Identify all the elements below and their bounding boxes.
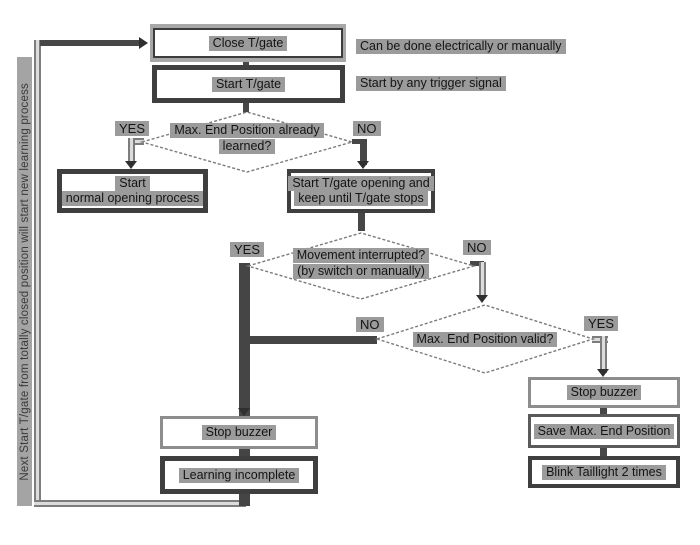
- decision-learned-no-label: NO: [353, 120, 381, 138]
- arrowhead-into-close-tgate: [139, 37, 148, 49]
- decision-valid-yes-label: YES: [584, 315, 619, 333]
- feedback-loop-left-line: [34, 40, 41, 506]
- connector-save-to-blink: [600, 447, 607, 458]
- decision-interrupted-label: Movement interrupted? (by switch or manu…: [255, 247, 467, 279]
- node-start-tgate-label: Start T/gate: [211, 76, 286, 92]
- annotation-close-tgate: Can be done electrically or manually: [356, 37, 566, 55]
- decision-valid-no-label: NO: [356, 316, 384, 334]
- node-close-tgate-inner: Close T/gate: [153, 28, 343, 58]
- side-note-bar: Next Start T/gate from totally closed po…: [17, 57, 32, 506]
- decision3-yes-line-v: [600, 336, 607, 373]
- arrowhead-into-decision3: [476, 295, 488, 303]
- decision2-no-line-v: [479, 262, 486, 298]
- connector-close-to-start: [243, 58, 249, 68]
- decision-learned-label: Max. End Position already learned?: [147, 122, 347, 154]
- decision1-yes-line-v: [128, 138, 135, 164]
- decision2-no-line-h: [470, 261, 484, 266]
- connector-stopbuzzer-to-save: [600, 407, 607, 416]
- node-learning-incomplete: Learning incomplete: [160, 456, 318, 494]
- decision3-no-thick-line: [245, 336, 377, 344]
- decision1-no-line-v: [360, 139, 367, 165]
- decision-learned-yes-label: YES: [115, 120, 150, 138]
- node-start-normal-opening: Start normal opening process: [57, 169, 208, 213]
- node-start-tgate-opening: Start T/gate opening and keep until T/ga…: [287, 169, 435, 213]
- node-stop-buzzer-left: Stop buzzer: [160, 416, 318, 449]
- node-close-tgate: Close T/gate: [150, 24, 346, 62]
- decision-interrupted-yes-label: YES: [230, 241, 265, 259]
- arrowhead-into-start-opening: [357, 161, 369, 169]
- node-start-tgate: Start T/gate: [152, 65, 345, 103]
- decision-valid-label: Max. End Position valid?: [380, 331, 590, 347]
- arrowhead-into-start-normal: [125, 161, 137, 169]
- node-stop-buzzer-right: Stop buzzer: [528, 377, 680, 408]
- feedback-loop-bottom-line: [34, 500, 246, 507]
- decision-interrupted-no-label: NO: [463, 239, 491, 257]
- decision2-yes-thick-line: [239, 263, 250, 506]
- connector-opening-to-decision2: [358, 213, 365, 231]
- decision1-yes-line-h: [128, 138, 144, 145]
- side-note-text: Next Start T/gate from totally closed po…: [18, 82, 31, 481]
- node-blink-taillight: Blink Taillight 2 times: [528, 456, 680, 488]
- node-save-max-end-position: Save Max. End Position: [528, 414, 680, 448]
- node-close-tgate-label: Close T/gate: [208, 35, 288, 51]
- decision1-no-line-h: [352, 139, 366, 144]
- arrowhead-into-stop-buzzer-left: [238, 408, 250, 416]
- connector-start-to-decision: [243, 101, 249, 113]
- arrowhead-into-stop-buzzer-right: [597, 369, 609, 377]
- feedback-loop-top-line: [40, 40, 139, 46]
- annotation-start-tgate: Start by any trigger signal: [356, 74, 506, 92]
